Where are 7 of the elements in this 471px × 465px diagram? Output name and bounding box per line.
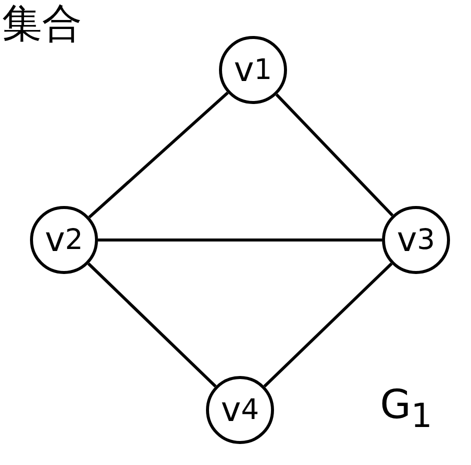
- graph-label: G$_{1}$: [380, 385, 432, 432]
- edge-line: [263, 262, 393, 388]
- edge-line: [98, 238, 382, 242]
- edge-line: [87, 262, 217, 388]
- edge-line: [88, 92, 229, 218]
- set-heading: 集合: [2, 4, 82, 44]
- edge-line: [275, 94, 394, 216]
